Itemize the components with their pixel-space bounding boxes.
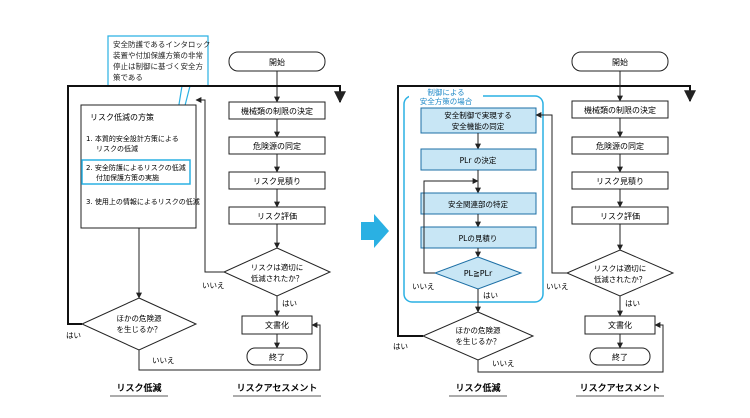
no-label: いいえ (202, 281, 225, 290)
caption-assessment: リスクアセスメント (580, 383, 661, 394)
reduced-decision-line: リスクは適切に (251, 262, 304, 272)
other-hazard-line: を生じるか？ (456, 336, 501, 346)
end-terminal (246, 347, 308, 366)
estimation-label: リスク見積り (596, 176, 644, 186)
start-label: 開始 (612, 57, 628, 67)
other-hazard-decision (80, 297, 198, 351)
left-flowchart: 安全防護であるインタロック 装置や付加保護方策の非常 停止は制御に基づく安全方 … (66, 35, 346, 397)
caption-assessment: リスクアセスメント (237, 383, 318, 394)
pl-decision-label: PL≧PLr (464, 269, 493, 278)
reduced-decision (222, 247, 332, 297)
right-flowchart: 制御による 安全方策の場合 安全制御で実現する 安全機能の同定 PLr の決定 … (393, 51, 696, 397)
measure1-line: リスクの低減 (96, 144, 138, 153)
plr-label: PLr の決定 (460, 155, 497, 165)
evaluation-label: リスク評価 (600, 211, 640, 221)
yes-label: はい (282, 299, 297, 308)
safety-function-line: 安全制御で実現する (444, 110, 512, 120)
reduced-decision-line: 低減されたか？ (251, 273, 304, 283)
reduction-title: リスク低減の方策 (90, 112, 154, 122)
no-label: いいえ (492, 359, 515, 368)
limits-label: 機械類の制限の決定 (584, 105, 656, 115)
srp-label: 安全関連部の特定 (448, 199, 508, 209)
callout-line: 停止は制御に基づく安全方 (113, 61, 203, 71)
documentation-label: 文書化 (608, 320, 632, 330)
hazards-label: 危険源の同定 (596, 141, 644, 151)
yes-label: はい (483, 291, 498, 300)
documentation-label: 文書化 (265, 320, 289, 330)
start-label: 開始 (269, 57, 285, 67)
other-hazard-line: ほかの危険源 (456, 325, 501, 335)
reduction-box (80, 104, 197, 229)
yes-label: はい (625, 299, 640, 308)
group-title-line: 制御による (427, 87, 464, 97)
no-label: いいえ (412, 282, 435, 291)
group-title-line: 安全方策の場合 (420, 96, 473, 106)
no-label: いいえ (152, 356, 175, 365)
reduced-decision (565, 249, 675, 297)
end-terminal (589, 347, 651, 366)
other-hazard-line: ほかの危険源 (117, 313, 162, 323)
end-label: 終了 (269, 352, 285, 362)
estimation-label: リスク見積り (253, 176, 301, 186)
other-hazard-line: を生じるか？ (117, 324, 162, 334)
pl-estimate-label: PLの見積り (459, 233, 498, 243)
evaluation-label: リスク評価 (257, 211, 297, 221)
safety-function-line: 安全機能の同定 (452, 121, 505, 131)
yes-label: はい (393, 342, 408, 351)
callout-line: 安全防護であるインタロック (113, 39, 210, 49)
hazards-label: 危険源の同定 (253, 141, 301, 151)
other-hazard-decision (421, 311, 535, 361)
measure3-line: 3. 使用上の情報によるリスクの低減 (86, 197, 200, 206)
caption-reduction: リスク低減 (116, 382, 161, 394)
yes-label: はい (66, 331, 81, 340)
callout-line: 装置や付加保護方策の非常 (113, 50, 203, 60)
caption-reduction: リスク低減 (455, 382, 500, 394)
reduced-decision-line: 低減されたか？ (594, 274, 647, 284)
callout-line: 策である (113, 72, 143, 82)
measure2-line: 付加保護方策の実施 (96, 173, 159, 182)
limits-label: 機械類の制限の決定 (241, 106, 313, 116)
no-label: いいえ (546, 282, 569, 291)
measure2-highlight (81, 159, 191, 185)
end-label: 終了 (612, 352, 628, 362)
reduced-decision-line: リスクは適切に (594, 263, 647, 273)
right-arrow-icon (361, 214, 389, 248)
measure1-line: 1. 本質的安全設計方策による (86, 134, 179, 143)
measure2-line: 2. 安全防護によるリスクの低減 (86, 163, 186, 172)
